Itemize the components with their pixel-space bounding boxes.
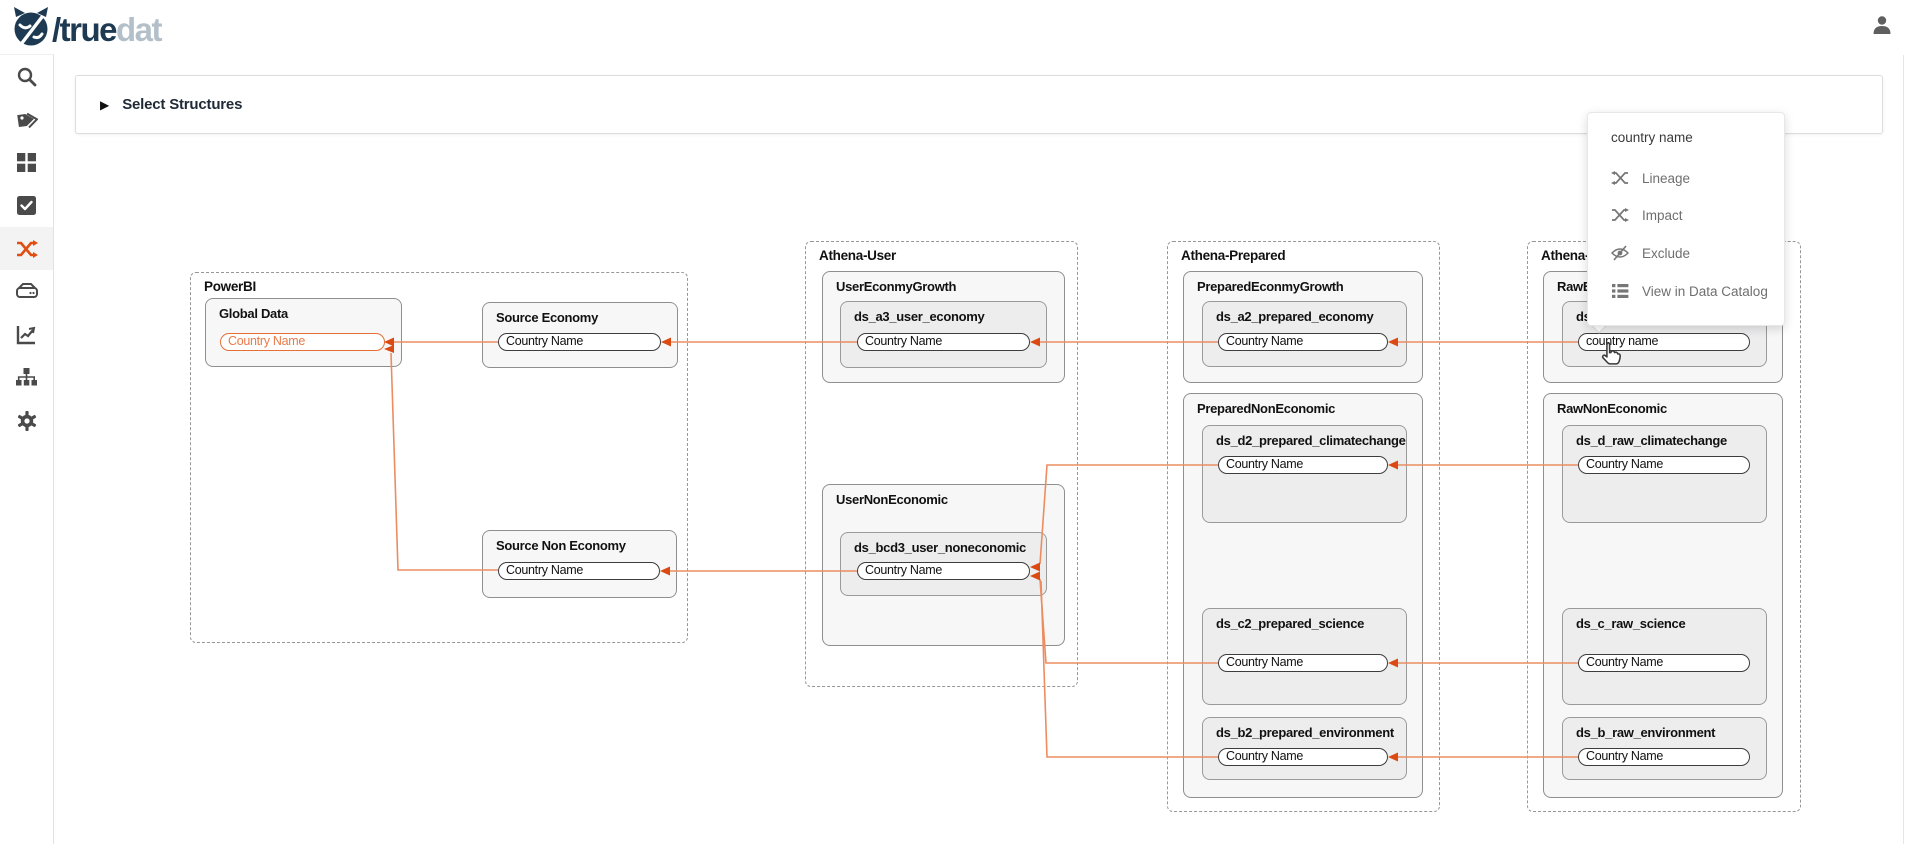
sidebar-item-quality[interactable] <box>0 184 53 227</box>
field-ds-d-raw-country-name[interactable]: Country Name <box>1578 456 1750 474</box>
exclude-eye-icon <box>1611 245 1629 261</box>
node-title: Global Data <box>219 306 288 321</box>
settings-gear-icon <box>17 410 37 431</box>
sidebar-item-taxonomy[interactable] <box>0 356 53 399</box>
context-menu: country name Lineage Impact Exclude View… <box>1587 112 1785 326</box>
logo-wordmark: /truedat <box>52 10 163 48</box>
select-structures-label: Select Structures <box>122 96 243 113</box>
group-athena-user: Athena-User <box>805 241 1078 687</box>
dataset-title: ds_a3_user_economy <box>854 309 985 324</box>
menu-item-label: Exclude <box>1642 245 1691 261</box>
sidebar-item-lineage[interactable] <box>0 227 53 270</box>
field-source-economy-country-name[interactable]: Country Name <box>498 333 661 351</box>
field-ds-a2-country-name[interactable]: Country Name <box>1218 333 1388 351</box>
group-label: PowerBI <box>204 279 256 294</box>
group-label: Athena-User <box>819 248 896 263</box>
modules-grid-icon <box>17 153 36 172</box>
menu-item-exclude[interactable]: Exclude <box>1588 238 1786 268</box>
field-global-data-country-name[interactable]: Country Name <box>220 333 385 351</box>
sidebar-item-data-sources[interactable] <box>0 270 53 313</box>
dataset-title: ds_c_raw_science <box>1576 616 1686 631</box>
sidebar-item-dashboards[interactable] <box>0 313 53 356</box>
node-title: UserEconmyGrowth <box>836 279 957 294</box>
app-header: /truedat <box>0 0 1906 54</box>
context-menu-title: country name <box>1611 130 1693 145</box>
sidebar-item-modules[interactable] <box>0 141 53 184</box>
node-title: PreparedEconmyGrowth <box>1197 279 1344 294</box>
field-ds-b2-country-name[interactable]: Country Name <box>1218 748 1388 766</box>
taxonomy-sitemap-icon <box>16 368 37 387</box>
search-icon <box>16 66 37 87</box>
field-ds-bcd3-country-name[interactable]: Country Name <box>857 562 1030 580</box>
dataset-ds-d2-prepared-climatechange[interactable]: ds_d2_prepared_climatechange <box>1202 425 1407 523</box>
user-avatar-icon[interactable] <box>1870 13 1894 42</box>
node-title: UserNonEconomic <box>836 492 948 507</box>
dataset-title: ds_a2_prepared_economy <box>1216 309 1374 324</box>
field-ds-c2-country-name[interactable]: Country Name <box>1218 654 1388 672</box>
group-label: Athena-Prepared <box>1181 248 1286 263</box>
field-ds-b-raw-country-name[interactable]: Country Name <box>1578 748 1750 766</box>
menu-item-label: Impact <box>1642 207 1683 223</box>
sidebar-item-settings[interactable] <box>0 399 53 442</box>
node-title: Source Economy <box>496 310 598 325</box>
node-title: PreparedNonEconomic <box>1197 401 1336 416</box>
node-global-data[interactable]: Global Data <box>205 298 402 367</box>
select-structures-expander[interactable]: ▶ Select Structures <box>75 75 1883 134</box>
sidebar-item-search[interactable] <box>0 55 53 98</box>
data-sources-icon <box>15 282 38 301</box>
catalog-list-icon <box>1611 283 1629 299</box>
node-title: Source Non Economy <box>496 538 626 553</box>
dataset-title: ds_b2_prepared_environment <box>1216 725 1394 740</box>
field-ds-c-raw-country-name[interactable]: Country Name <box>1578 654 1750 672</box>
dashboards-chart-icon <box>16 325 37 345</box>
lineage-shuffle-icon <box>16 239 38 259</box>
sidebar-nav <box>0 54 54 844</box>
field-ds-d2-country-name[interactable]: Country Name <box>1218 456 1388 474</box>
menu-item-label: Lineage <box>1642 170 1691 186</box>
field-raw-country-name-selected[interactable]: country name <box>1578 333 1750 351</box>
owl-logo-icon <box>10 5 52 54</box>
menu-item-label: View in Data Catalog <box>1642 283 1768 299</box>
dataset-title: ds_bcd3_user_noneconomic <box>854 540 1026 555</box>
field-ds-a3-country-name[interactable]: Country Name <box>857 333 1030 351</box>
impact-icon <box>1611 207 1629 223</box>
content-right-divider <box>1903 55 1904 844</box>
dataset-title: ds_b_raw_environment <box>1576 725 1716 740</box>
node-title: RawNonEconomic <box>1557 401 1667 416</box>
tags-icon <box>16 110 38 130</box>
lineage-icon <box>1611 170 1629 186</box>
menu-item-view-in-data-catalog[interactable]: View in Data Catalog <box>1588 276 1786 306</box>
quality-check-icon <box>17 196 36 215</box>
dataset-title: ds_c2_prepared_science <box>1216 616 1365 631</box>
menu-item-impact[interactable]: Impact <box>1588 200 1786 230</box>
menu-item-lineage[interactable]: Lineage <box>1588 163 1786 193</box>
caret-right-icon: ▶ <box>100 97 110 112</box>
dataset-title: ds_d2_prepared_climatechange <box>1216 433 1406 448</box>
truedat-logo[interactable]: /truedat <box>10 5 163 54</box>
field-source-non-economy-country-name[interactable]: Country Name <box>498 562 660 580</box>
sidebar-item-tags[interactable] <box>0 98 53 141</box>
dataset-title: ds_d_raw_climatechange <box>1576 433 1727 448</box>
group-powerbi: PowerBI <box>190 272 688 643</box>
dataset-ds-d-raw-climatechange[interactable]: ds_d_raw_climatechange <box>1562 425 1767 523</box>
